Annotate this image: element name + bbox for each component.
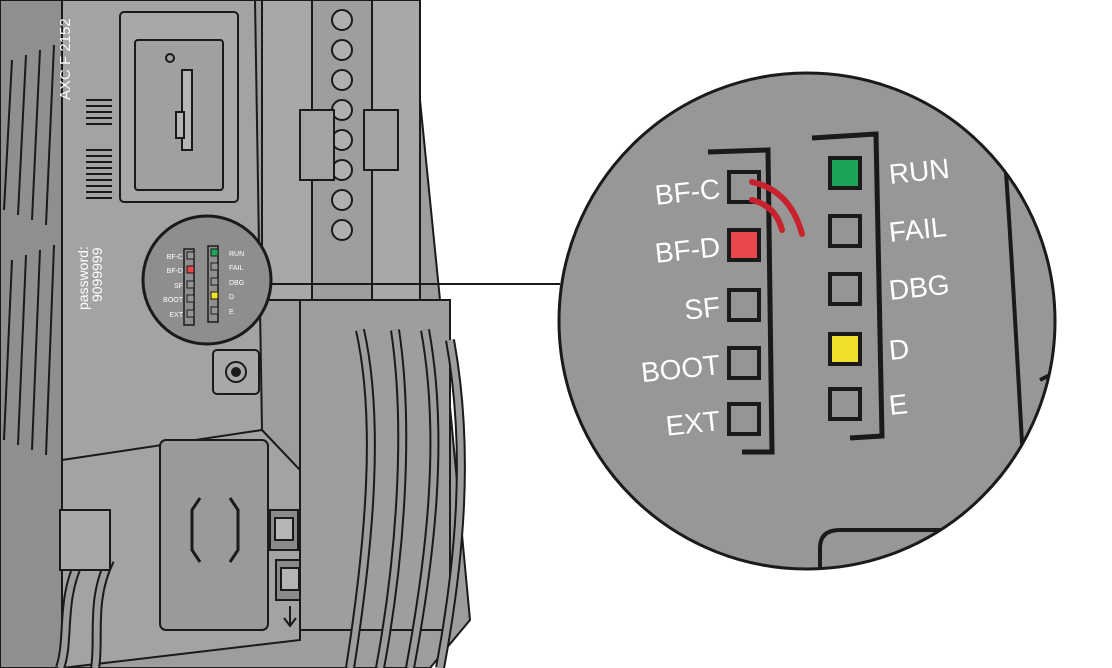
led-label-sf: SF [683,291,722,326]
small-led-label-dbg: DBG [229,280,244,287]
password-value: 9099999 [89,247,105,302]
small-led-bf-c [186,251,195,260]
small-led-d [210,291,219,300]
small-led-ext [186,309,195,318]
small-led-dbg [210,277,219,286]
led-run [828,156,862,190]
plc-housing [0,0,472,668]
small-led-panel: BF-C BF-D SF BOOT EXT RUN FAIL DBG D E [163,245,244,326]
led-label-dbg: DBG [887,269,951,306]
led-label-e: E [887,388,909,421]
small-led-label-ext: EXT [169,312,183,319]
led-ext [727,402,761,436]
small-led-run [210,248,219,257]
led-dbg [828,272,862,306]
model-label: AXC F 2152 [57,18,74,100]
small-led-fail [210,262,219,271]
small-led-label-d: D [229,294,234,301]
led-e [828,387,862,421]
led-sf [727,288,761,322]
small-led-label-fail: FAIL [229,265,244,272]
small-led-label-bf-c: BF-C [167,254,183,261]
left-led-frame [707,147,775,455]
small-led-sf [186,280,195,289]
led-fail [828,214,862,248]
led-label-bf-d: BF-D [653,231,721,269]
led-label-d: D [887,333,910,366]
small-led-bf-d [186,265,195,274]
led-label-ext: EXT [664,405,721,442]
small-led-label-bf-d: BF-D [167,268,183,275]
led-boot [727,346,761,380]
led-bf-d [727,228,761,262]
led-callout-small: BF-C BF-D SF BOOT EXT RUN FAIL DBG D E [141,214,273,346]
right-led-frame [811,131,885,441]
small-led-e [210,306,219,315]
password-label: password: [75,246,91,310]
small-led-label-boot: BOOT [163,297,184,304]
led-label-bf-c: BF-C [653,173,721,211]
led-bf-c [727,170,761,204]
led-label-run: RUN [887,153,951,190]
led-label-fail: FAIL [887,211,948,248]
small-led-label-sf: SF [174,283,183,290]
wireless-signal-icon [749,179,805,237]
barcode [86,99,112,199]
small-led-label-e: E [229,309,234,316]
led-d [828,332,862,366]
small-led-label-run: RUN [229,251,244,258]
small-led-boot [186,294,195,303]
